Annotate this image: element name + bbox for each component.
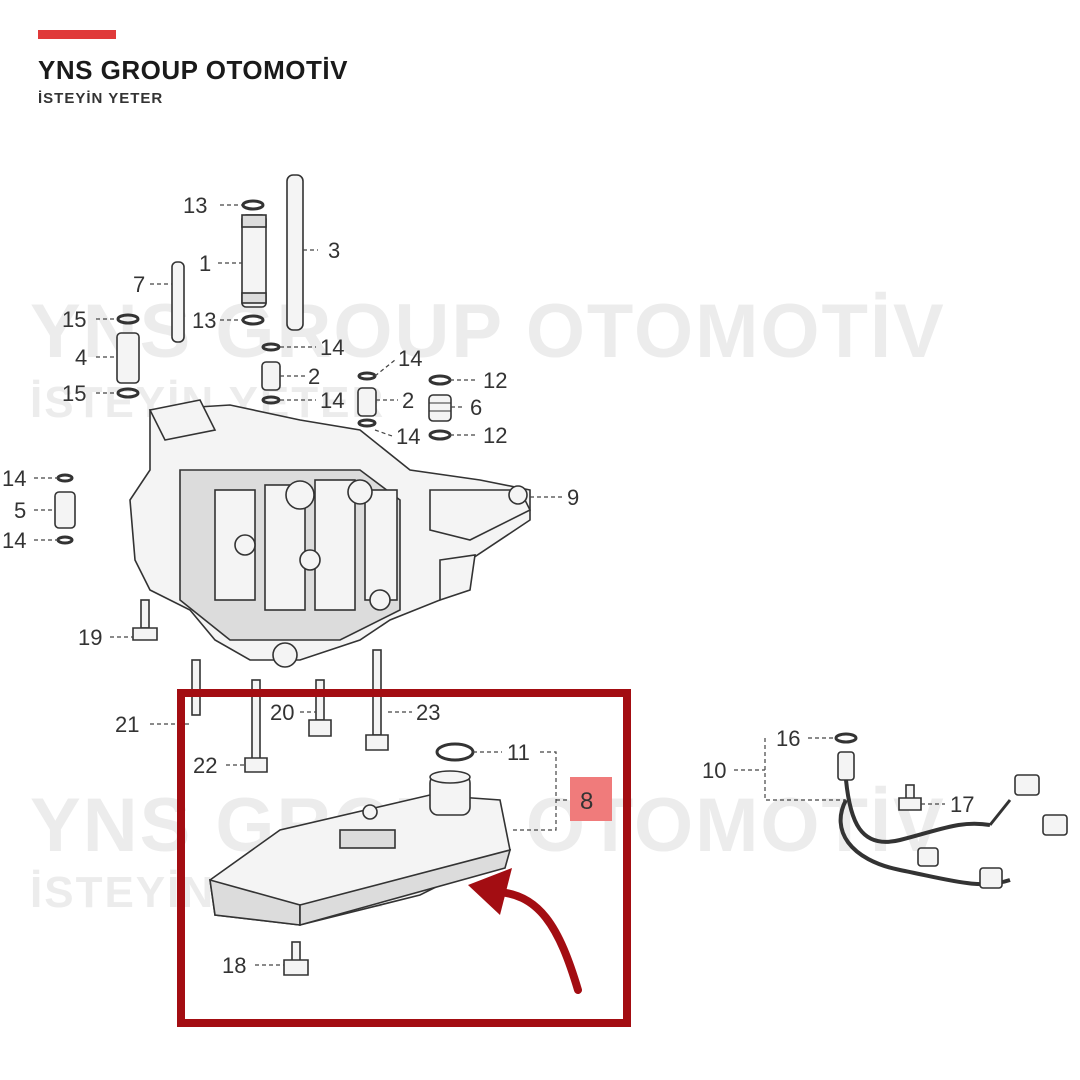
- callout-14: 14: [2, 528, 26, 553]
- valve-body-assembly: [129, 399, 532, 668]
- part-16-oring: [834, 732, 858, 744]
- callout-1: 1: [199, 251, 211, 276]
- part-15-lower-oring: [116, 387, 140, 399]
- callout-14: 14: [398, 346, 422, 371]
- part-11-oring: [435, 742, 475, 762]
- callout-17: 17: [950, 792, 974, 817]
- part-2-valve-a: [261, 361, 281, 391]
- callout-3: 3: [328, 238, 340, 263]
- callout-15: 15: [62, 307, 86, 332]
- callout-15: 15: [62, 381, 86, 406]
- callout-8: 8: [580, 788, 593, 815]
- callout-6: 6: [470, 395, 482, 420]
- part-12-upper-oring: [428, 374, 452, 386]
- callout-12: 12: [483, 423, 507, 448]
- part-14-oring-c: [357, 371, 377, 381]
- part-5-sleeve: [54, 491, 76, 529]
- part-2-valve-b: [357, 387, 377, 417]
- leader-lines: [34, 204, 945, 966]
- part-8-oil-strainer: [209, 770, 512, 927]
- part-13-lower-oring: [241, 314, 265, 326]
- callout-14: 14: [320, 335, 344, 360]
- callout-14: 14: [396, 424, 420, 449]
- part-21-bolt: [191, 659, 201, 716]
- part-3-long-pin: [286, 174, 304, 331]
- part-22-bolt: [244, 679, 268, 773]
- callout-16: 16: [776, 726, 800, 751]
- brand-name: YNS GROUP OTOMOTİV: [38, 55, 348, 85]
- part-14-oring-e: [56, 473, 74, 483]
- callout-14: 14: [320, 388, 344, 413]
- callout-labels: 13 1 3 7 15 4 15 13 14 2 14 14 2 14 12 6…: [2, 193, 974, 978]
- callout-2: 2: [308, 364, 320, 389]
- part-14-oring-f: [56, 535, 74, 545]
- callout-2: 2: [402, 388, 414, 413]
- part-10-sensor-harness: [837, 751, 1068, 889]
- part-1-valve-sleeve: [241, 214, 267, 308]
- callout-11: 11: [507, 740, 530, 765]
- callout-9: 9: [567, 485, 579, 510]
- callout-14: 14: [2, 466, 26, 491]
- highlight-frame: [177, 689, 631, 1027]
- highlight-label-box: [570, 777, 612, 821]
- brand-accent-bar: [38, 30, 116, 39]
- part-12-lower-oring: [428, 429, 452, 441]
- callout-10: 10: [702, 758, 726, 783]
- part-15-upper-oring: [116, 313, 140, 325]
- callout-22: 22: [193, 753, 217, 778]
- callout-19: 19: [78, 625, 102, 650]
- part-18-bolt: [283, 941, 309, 976]
- part-14-oring-d: [357, 418, 377, 428]
- brand-tagline: İSTEYİN YETER: [38, 90, 164, 107]
- part-20-bolt: [308, 679, 332, 737]
- part-4-sleeve: [116, 332, 140, 384]
- part-14-oring-a: [261, 342, 281, 352]
- callout-12: 12: [483, 368, 507, 393]
- callout-13: 13: [192, 308, 216, 333]
- part-19-bolt: [132, 599, 158, 641]
- callout-7: 7: [133, 272, 145, 297]
- callout-5: 5: [14, 498, 26, 523]
- part-17-bolt: [898, 784, 922, 811]
- callout-4: 4: [75, 345, 87, 370]
- callout-13: 13: [183, 193, 207, 218]
- part-14-oring-b: [261, 395, 281, 405]
- callout-20: 20: [270, 700, 294, 725]
- part-7-pin: [171, 261, 185, 343]
- part-23-bolt: [365, 649, 389, 751]
- callout-18: 18: [222, 953, 246, 978]
- highlight-arrow: [468, 868, 582, 994]
- part-13-top-oring: [241, 199, 265, 211]
- callout-23: 23: [416, 700, 440, 725]
- part-6-spring-valve: [428, 394, 452, 422]
- callout-21: 21: [115, 712, 139, 737]
